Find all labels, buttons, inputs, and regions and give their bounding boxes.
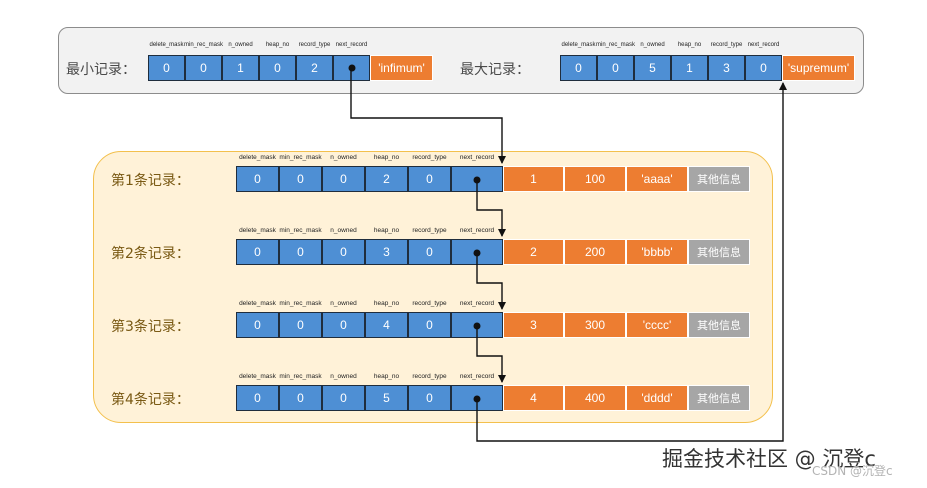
record-2-other-cell: 其他信息 [688,239,750,265]
record-1-other-cell: 其他信息 [688,166,750,192]
watermark-csdn: CSDN @沉登c [812,464,893,478]
field-header-heap-no: heap_no [373,227,400,234]
field-header-heap-no: heap_no [373,373,400,380]
field-header-n-owned: n_owned [228,42,253,48]
field-header-next-record: next_record [459,227,495,234]
record-2-id-cell: 2 [503,239,564,265]
field-header-record-type: record_type [412,300,447,307]
record-3-id-cell: 3 [503,312,564,338]
record-3-record-type-cell: 0 [408,312,451,338]
record-2-delete-mask-cell: 0 [236,239,279,265]
field-header-min-rec-mask: min_rec_mask [183,42,224,48]
record-1-num-cell: 100 [564,166,626,192]
field-header-record-type: record_type [710,42,743,48]
record-3-n-owned-cell: 0 [322,312,365,338]
record-2-heap-no-cell: 3 [365,239,408,265]
field-header-delete-mask: delete_mask [239,373,276,380]
record-2-min-rec-mask-cell: 0 [279,239,322,265]
field-cell-delete-mask: 0 [560,55,597,81]
field-header-heap-no: heap_no [373,154,400,161]
field-cell-delete-mask: 0 [148,55,185,81]
field-header-delete-mask: delete_mask [239,154,276,161]
field-cell-n-owned: 1 [222,55,259,81]
record-1-id-cell: 1 [503,166,564,192]
record-2-label: 第2条记录： [111,246,190,262]
field-header-n-owned: n_owned [330,227,357,234]
record-4-min-rec-mask-cell: 0 [279,385,322,411]
field-header-min-rec-mask: min_rec_mask [279,154,322,161]
field-header-n-owned: n_owned [330,300,357,307]
record-4-n-owned-cell: 0 [322,385,365,411]
record-3-min-rec-mask-cell: 0 [279,312,322,338]
record-3-str-cell: 'cccc' [626,312,688,338]
record-4-label: 第4条记录： [111,392,190,408]
record-1-min-rec-mask-cell: 0 [279,166,322,192]
field-header-min-rec-mask: min_rec_mask [279,227,322,234]
record-1-pointer-dot [473,176,481,184]
field-cell-n-owned: 5 [634,55,671,81]
field-header-n-owned: n_owned [640,42,665,48]
max-record-data-cell: 'supremum' [782,55,855,81]
field-header-next-record: next_record [335,42,368,48]
min-record-label: 最小记录： [66,62,136,78]
field-header-min-rec-mask: min_rec_mask [595,42,636,48]
field-header-next-record: next_record [747,42,780,48]
field-cell-min-rec-mask: 0 [597,55,634,81]
field-header-delete-mask: delete_mask [239,300,276,307]
field-header-record-type: record_type [412,227,447,234]
field-header-record-type: record_type [298,42,331,48]
record-2-pointer-dot [473,249,481,257]
record-3-pointer-dot [473,322,481,330]
field-cell-heap-no: 0 [259,55,296,81]
field-header-n-owned: n_owned [330,154,357,161]
field-cell-heap-no: 1 [671,55,708,81]
record-2-record-type-cell: 0 [408,239,451,265]
record-4-record-type-cell: 0 [408,385,451,411]
record-4-other-cell: 其他信息 [688,385,750,411]
record-3-label: 第3条记录： [111,319,190,335]
record-3-num-cell: 300 [564,312,626,338]
record-1-delete-mask-cell: 0 [236,166,279,192]
record-1-heap-no-cell: 2 [365,166,408,192]
field-header-record-type: record_type [412,373,447,380]
record-2-str-cell: 'bbbb' [626,239,688,265]
min-record-data-cell: 'infimum' [370,55,433,81]
pointer-dot [348,64,355,72]
watermark-juejin: 掘金技术社区 @ 沉登c [662,447,876,471]
field-header-delete-mask: delete_mask [561,42,596,48]
record-4-id-cell: 4 [503,385,564,411]
max-record-label: 最大记录： [460,62,530,78]
field-cell-next-record: 0 [745,55,782,81]
field-header-min-rec-mask: min_rec_mask [279,300,322,307]
field-header-heap-no: heap_no [677,42,702,48]
record-2-num-cell: 200 [564,239,626,265]
field-header-next-record: next_record [459,373,495,380]
record-3-other-cell: 其他信息 [688,312,750,338]
record-1-label: 第1条记录： [111,173,190,189]
record-2-n-owned-cell: 0 [322,239,365,265]
record-4-pointer-dot [473,395,481,403]
record-1-n-owned-cell: 0 [322,166,365,192]
field-header-delete-mask: delete_mask [239,227,276,234]
field-header-next-record: next_record [459,154,495,161]
field-header-delete-mask: delete_mask [149,42,184,48]
record-1-str-cell: 'aaaa' [626,166,688,192]
field-cell-record-type: 3 [708,55,745,81]
field-header-record-type: record_type [412,154,447,161]
field-header-heap-no: heap_no [373,300,400,307]
field-cell-min-rec-mask: 0 [185,55,222,81]
record-4-num-cell: 400 [564,385,626,411]
field-header-heap-no: heap_no [265,42,290,48]
field-header-next-record: next_record [459,300,495,307]
record-1-record-type-cell: 0 [408,166,451,192]
record-3-delete-mask-cell: 0 [236,312,279,338]
field-cell-record-type: 2 [296,55,333,81]
field-header-min-rec-mask: min_rec_mask [279,373,322,380]
record-4-delete-mask-cell: 0 [236,385,279,411]
record-3-heap-no-cell: 4 [365,312,408,338]
record-4-str-cell: 'dddd' [626,385,688,411]
record-4-heap-no-cell: 5 [365,385,408,411]
field-header-n-owned: n_owned [330,373,357,380]
